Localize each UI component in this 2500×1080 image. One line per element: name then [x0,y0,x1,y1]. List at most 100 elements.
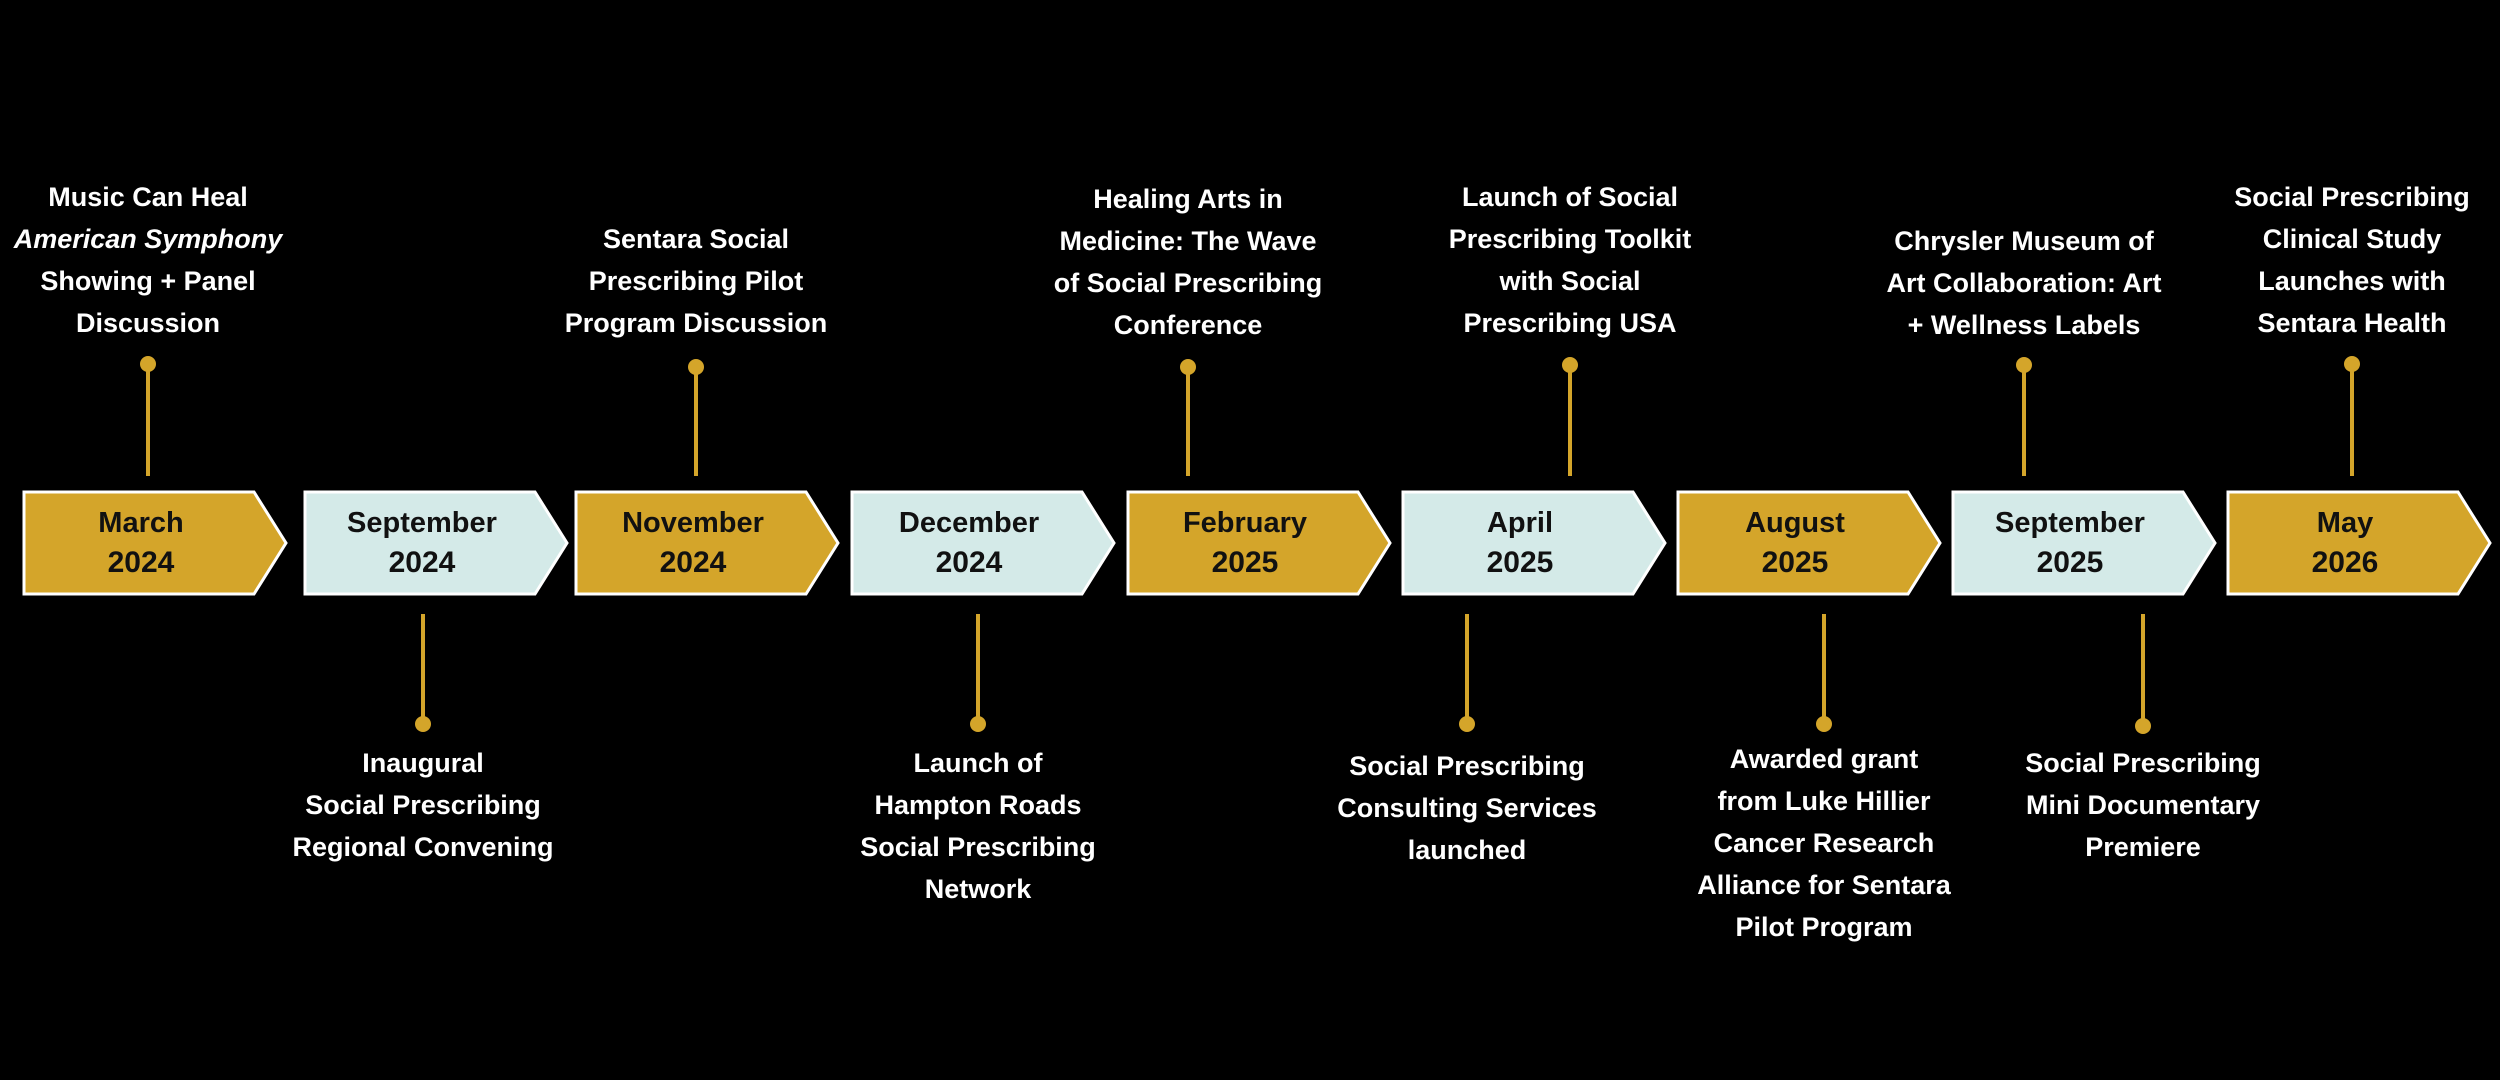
chevron-polygon [303,490,569,596]
milestone-chevron-8: September 2025 [1951,490,2217,596]
event-text-line: Network [924,874,1032,904]
chevron-shape [1676,490,1942,596]
milestone-year: 2024 [388,546,456,579]
event-text-line: Launch of [913,748,1043,778]
chevron-polygon [850,490,1116,596]
event-connector-line [2022,365,2026,476]
milestone-month: November [622,507,764,539]
event-dot [970,716,986,732]
event-text-line: American Symphony [13,224,283,254]
event-text-line: Discussion [75,308,221,338]
chevron-polygon [2226,490,2492,596]
event-text-line: Awarded grant [1729,744,1919,774]
event-text-line: Medicine: The Wave [1059,226,1317,256]
event-text-line: Hampton Roads [874,790,1082,820]
event-text-line: Prescribing USA [1463,308,1677,338]
chevron-polygon [1126,490,1392,596]
event-text-line: Pilot Program [1735,912,1913,942]
event-dot [1459,716,1475,732]
milestone-month: April [1486,507,1554,539]
chevron-polygon [22,490,288,596]
chevron-shape [574,490,840,596]
chevron-polygon [574,490,840,596]
milestone-date: April 2025 [1401,490,1639,596]
event-text-line: Cancer Research [1713,828,1935,858]
event-dot [2016,357,2032,373]
event-text-line: Social Prescribing [2234,182,2470,212]
event-dot [1562,357,1578,373]
milestone-year: 2024 [107,546,175,579]
milestone-chevron-1: March 2024 [22,490,288,596]
chevron-shape [1401,490,1667,596]
event-text-line: Alliance for Sentara [1697,870,1951,900]
event-text-line: Art Collaboration: Art [1886,268,2162,298]
event-text-line: Chrysler Museum of [1894,226,2154,256]
milestone-month: March [98,507,184,539]
milestone-date: September 2025 [1951,490,2189,596]
milestone-year: 2025 [1486,546,1554,579]
chevron-polygon [1951,490,2217,596]
event-text-line: from Luke Hillier [1717,786,1931,816]
event-text-line: Launch of Social [1461,182,1679,212]
milestone-month: May [2316,507,2374,539]
event-text-line: Social Prescribing [860,832,1096,862]
event-text-line: Music Can Heal [48,182,248,212]
event-dot [1816,716,1832,732]
event-text-line: Social Prescribing [2025,748,2261,778]
event-text-line: Launches with [2258,266,2446,296]
event-text-line: of Social Prescribing [1053,268,1323,298]
event-text-line: Premiere [2085,832,2201,862]
milestone-month: December [898,507,1040,539]
milestone-chevron-3: November 2024 [574,490,840,596]
event-text-line: Social Prescribing [1349,751,1585,781]
event-connector-line [1568,365,1572,476]
event-connector-line [976,614,980,724]
event-text-line: Regional Convening [292,832,554,862]
event-text-line: Inaugural [362,748,484,778]
milestone-year: 2025 [1211,546,1279,579]
milestone-year: 2025 [2036,546,2104,579]
milestone-year: 2024 [659,546,727,579]
event-dot [415,716,431,732]
event-connector-line [421,614,425,724]
chevron-shape [850,490,1116,596]
event-connector-line [146,364,150,476]
event-text-line: Program Discussion [564,308,828,338]
chevron-polygon [1401,490,1667,596]
event-connector-line [2350,364,2354,476]
chevron-shape [2226,490,2492,596]
event-dot [688,359,704,375]
event-description: Chrysler Museum of Art Collaboration: Art… [1864,220,2184,346]
event-connector-line [2141,614,2145,726]
milestone-year: 2025 [1761,546,1829,579]
chevron-shape [1126,490,1392,596]
event-dot [2344,356,2360,372]
event-text-line: Showing + Panel [40,266,256,296]
event-dot [2135,718,2151,734]
milestone-month: September [1995,507,2145,539]
event-text-line: Prescribing Pilot [588,266,804,296]
event-text-line: Consulting Services [1337,793,1597,823]
event-text-line: Sentara Social [602,224,790,254]
event-text-line: + Wellness Labels [1907,310,2141,340]
event-text-line: Mini Documentary [2025,790,2261,820]
event-text-line: Sentara Health [2257,308,2447,338]
